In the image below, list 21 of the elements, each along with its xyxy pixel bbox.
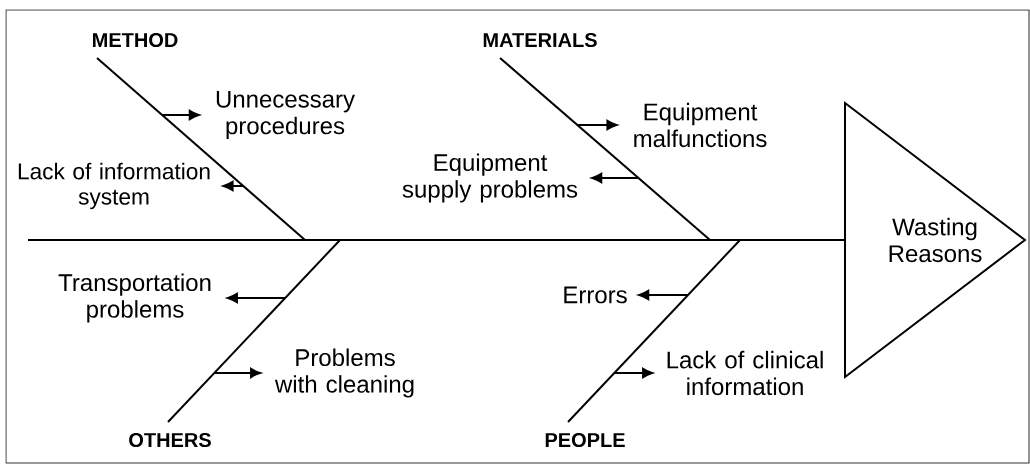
cause-label: Transportation problems bbox=[58, 273, 211, 323]
category-label: PEOPLE bbox=[545, 432, 625, 448]
arrow bbox=[162, 109, 200, 121]
arrow bbox=[614, 367, 653, 379]
category-label: OTHERS bbox=[129, 432, 211, 448]
category-label: METHOD bbox=[93, 32, 178, 48]
cause-label: Errors bbox=[564, 286, 627, 304]
cause-label: Equipment supply problems bbox=[402, 153, 578, 203]
cause-label: Equipment malfunctions bbox=[634, 102, 767, 148]
cause-label: Problems with cleaning bbox=[274, 348, 414, 398]
arrow bbox=[591, 172, 640, 184]
category-label: MATERIALS bbox=[483, 32, 597, 48]
arrow bbox=[638, 289, 689, 301]
arrow bbox=[214, 367, 261, 379]
cause-label: Lack of clinical information bbox=[667, 350, 823, 396]
arrow bbox=[577, 119, 618, 131]
cause-label: Lack of information system bbox=[18, 162, 210, 210]
arrow bbox=[222, 180, 245, 192]
cause-label: Unnecessary procedures bbox=[216, 90, 355, 140]
arrow bbox=[227, 292, 286, 304]
spine-line bbox=[27, 239, 846, 241]
